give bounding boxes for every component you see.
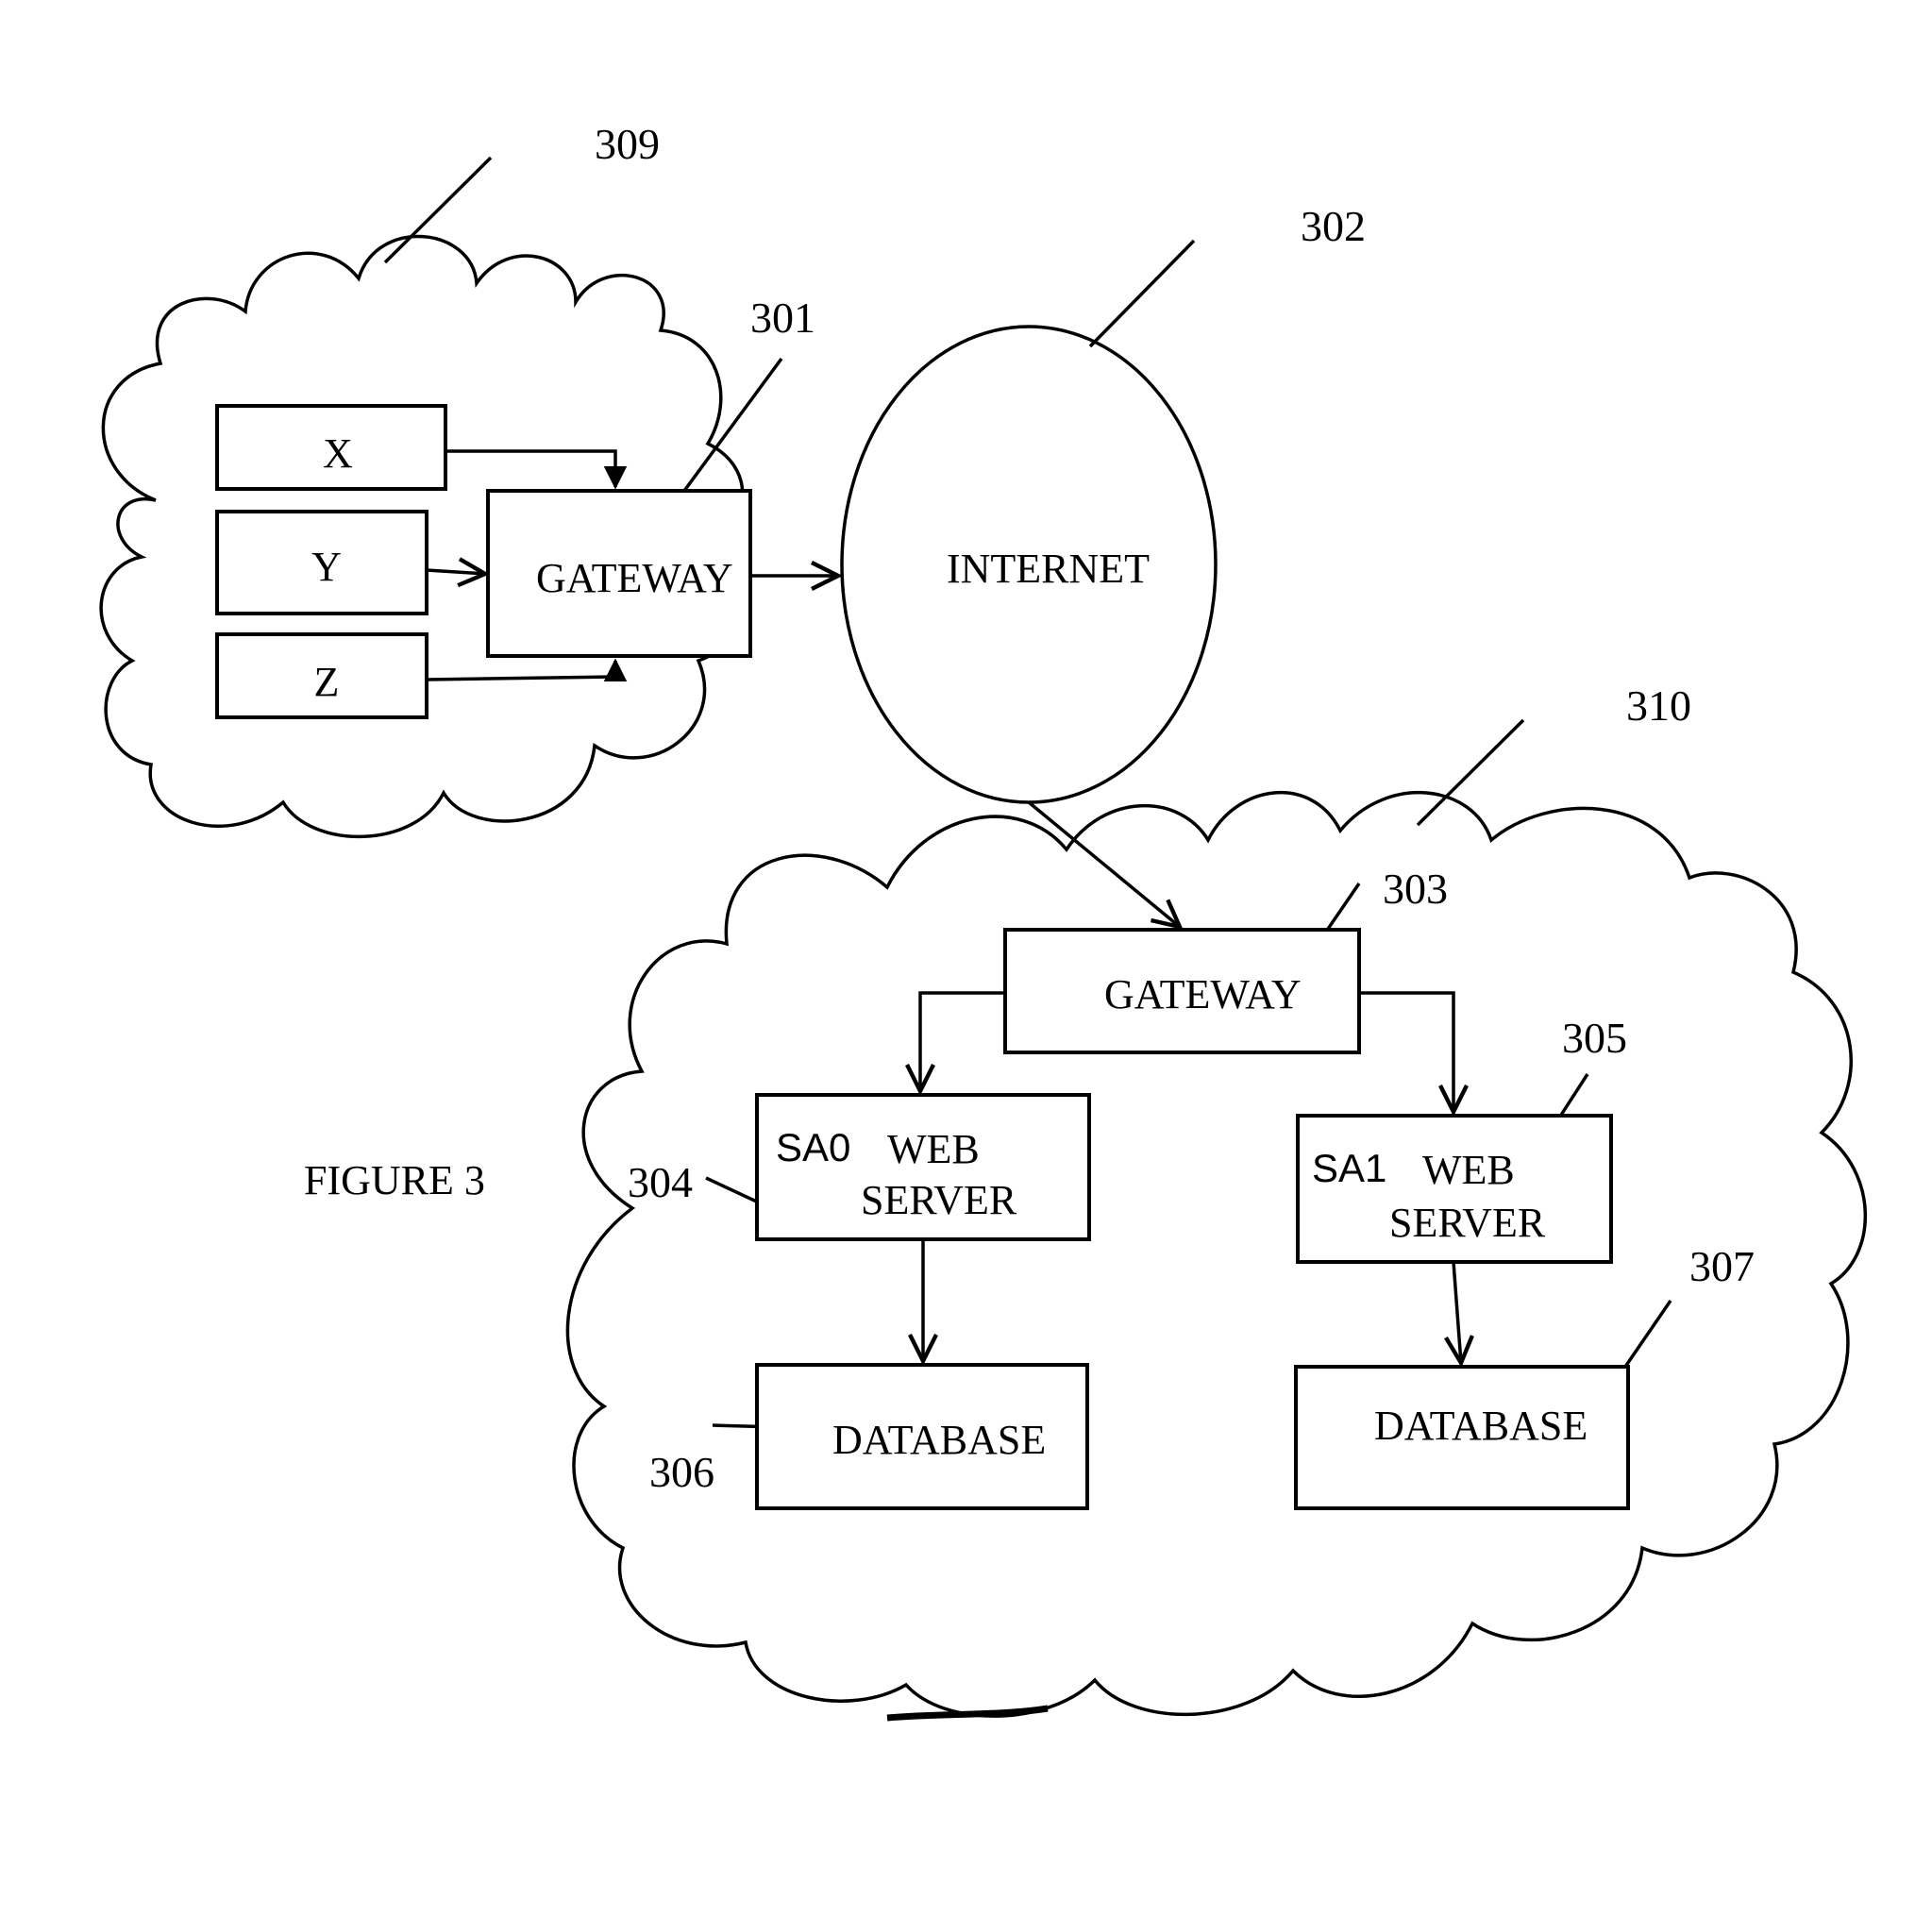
connector-y-to-gateway xyxy=(427,570,485,574)
leader-301 xyxy=(684,359,781,491)
label-y: Y xyxy=(311,544,342,590)
label-z: Z xyxy=(314,659,340,705)
connector-gateway-to-sa0 xyxy=(920,993,1005,1091)
figure-caption: FIGURE 3 xyxy=(304,1157,485,1203)
label-sa0-web: WEB xyxy=(887,1126,980,1172)
leader-302 xyxy=(1090,241,1194,346)
label-sa1-prefix: SA1 xyxy=(1312,1146,1386,1190)
label-x: X xyxy=(323,430,353,477)
ref-307: 307 xyxy=(1689,1242,1755,1290)
leader-309 xyxy=(385,158,491,262)
ref-304: 304 xyxy=(628,1158,693,1206)
label-sa1-server: SERVER xyxy=(1389,1200,1546,1246)
label-database-left: DATABASE xyxy=(832,1417,1046,1463)
ref-306: 306 xyxy=(649,1448,714,1496)
ref-303: 303 xyxy=(1383,865,1448,913)
connector-gateway-to-sa1 xyxy=(1359,993,1453,1112)
connector-z-to-gateway xyxy=(427,661,615,680)
cloud-310-bottom-mark xyxy=(887,1708,1048,1718)
label-sa1-web: WEB xyxy=(1422,1147,1515,1193)
label-internet: INTERNET xyxy=(947,546,1150,592)
ref-309: 309 xyxy=(595,120,660,168)
ref-302: 302 xyxy=(1301,202,1366,250)
ref-310: 310 xyxy=(1626,681,1691,730)
connector-internet-to-gateway xyxy=(1029,802,1180,927)
leader-307 xyxy=(1625,1301,1671,1367)
label-gateway-right: GATEWAY xyxy=(1104,971,1302,1017)
connector-x-to-gateway xyxy=(445,451,615,487)
label-database-right: DATABASE xyxy=(1374,1403,1588,1449)
connector-sa1-to-database xyxy=(1453,1262,1461,1363)
label-sa0-prefix: SA0 xyxy=(776,1125,850,1169)
label-gateway-left: GATEWAY xyxy=(536,555,733,601)
ref-301: 301 xyxy=(750,294,815,342)
ref-305: 305 xyxy=(1562,1014,1627,1062)
label-sa0-server: SERVER xyxy=(861,1177,1017,1223)
